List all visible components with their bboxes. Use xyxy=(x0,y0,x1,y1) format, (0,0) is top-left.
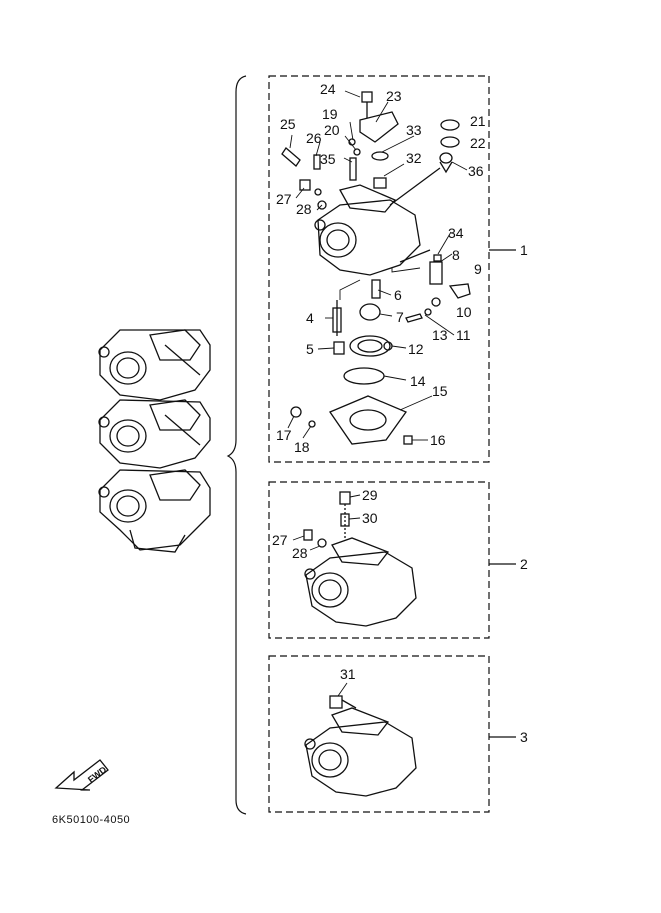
callout-19: 19 xyxy=(322,106,338,122)
callout-13: 13 xyxy=(432,327,448,343)
callout-23: 23 xyxy=(386,88,402,104)
callout-34: 34 xyxy=(448,225,464,241)
callout-35: 35 xyxy=(320,151,336,167)
callout-6: 6 xyxy=(394,287,402,303)
callout-17: 17 xyxy=(276,427,292,443)
callout-27-group-2: 27 xyxy=(272,532,288,548)
callout-28-group-2: 28 xyxy=(292,545,308,561)
carburetor-group-1 xyxy=(281,91,471,445)
callout-9: 9 xyxy=(474,261,482,277)
callout-28: 28 xyxy=(296,201,312,217)
callout-26: 26 xyxy=(306,130,322,146)
callout-11: 11 xyxy=(456,327,471,343)
callout-15: 15 xyxy=(432,383,448,399)
callout-14: 14 xyxy=(410,373,426,389)
carburetor-group-2 xyxy=(303,491,417,627)
group-brace xyxy=(226,75,247,815)
callout-25: 25 xyxy=(280,116,296,132)
callout-5: 5 xyxy=(306,341,314,357)
callout-10: 10 xyxy=(456,304,472,320)
callout-24: 24 xyxy=(320,81,336,97)
callout-8: 8 xyxy=(452,247,460,263)
callout-29: 29 xyxy=(362,487,378,503)
callout-12: 12 xyxy=(408,341,424,357)
group-label-3: 3 xyxy=(520,729,528,745)
group-1-box xyxy=(268,75,490,463)
group-3-box xyxy=(268,655,490,813)
callout-20: 20 xyxy=(324,122,340,138)
callout-33: 33 xyxy=(406,122,422,138)
callout-31: 31 xyxy=(340,666,356,682)
callout-4: 4 xyxy=(306,310,314,326)
callout-27: 27 xyxy=(276,191,292,207)
callout-32: 32 xyxy=(406,150,422,166)
callout-30: 30 xyxy=(362,510,378,526)
callout-36: 36 xyxy=(468,163,484,179)
fwd-arrow-icon xyxy=(54,759,109,791)
part-code: 6K50100-4050 xyxy=(52,814,131,826)
callout-18: 18 xyxy=(294,439,310,455)
carburetor-stack xyxy=(98,329,211,553)
carburetor-group-3 xyxy=(304,695,417,797)
group-2-box xyxy=(268,481,490,639)
callout-22: 22 xyxy=(470,135,486,151)
callout-16: 16 xyxy=(430,432,446,448)
group-label-2: 2 xyxy=(520,556,528,572)
callout-21: 21 xyxy=(470,113,486,129)
group-label-1: 1 xyxy=(520,242,528,258)
callout-7: 7 xyxy=(396,309,404,325)
